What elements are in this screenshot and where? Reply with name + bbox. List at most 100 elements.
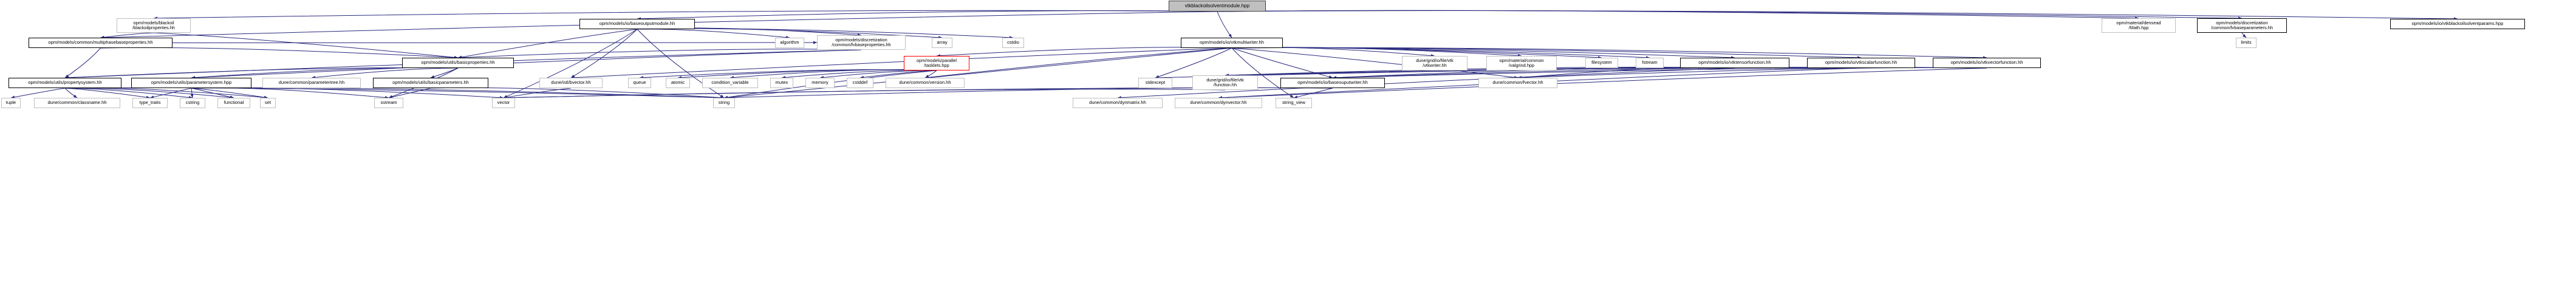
graph-node[interactable]: type_traits: [132, 98, 168, 108]
graph-node[interactable]: opm/models/utils/propertysystem.hh: [9, 78, 121, 88]
graph-node[interactable]: sstream: [374, 98, 403, 108]
graph-edge: [64, 88, 193, 99]
graph-node[interactable]: fstream: [1636, 58, 1664, 68]
graph-node[interactable]: vector: [492, 98, 515, 108]
graph-edge: [457, 49, 862, 60]
graph-node[interactable]: opm/models/io/vtkvectorfunction.hh: [1933, 58, 2041, 68]
graph-edge: [1217, 10, 2243, 20]
graph-edge: [1517, 67, 1987, 80]
graph-node[interactable]: dune/common/dynvector.hh: [1175, 98, 1262, 108]
graph-edge: [1217, 10, 2458, 21]
graph-node[interactable]: dune/istl/bvector.hh: [539, 78, 603, 88]
graph-node[interactable]: functional: [217, 98, 250, 108]
graph-node[interactable]: dune/grid/io/file/vtk /function.hh: [1192, 75, 1258, 90]
graph-node[interactable]: cstring: [180, 98, 205, 108]
graph-edge: [388, 88, 431, 99]
graph-node[interactable]: algorithm: [775, 38, 804, 48]
graph-node[interactable]: dune/common/parametertree.hh: [262, 78, 361, 88]
graph-edge: [100, 32, 154, 39]
graph-edge: [1293, 88, 1333, 99]
graph-node[interactable]: array: [932, 38, 952, 48]
graph-node[interactable]: atomic: [666, 78, 690, 88]
graph-node[interactable]: opm/models/utils/basicparameters.hh: [373, 78, 488, 88]
graph-node[interactable]: opm/models/discretization /common/fvbase…: [2197, 18, 2287, 33]
graph-edge: [1231, 47, 1333, 78]
graph-node[interactable]: opm/models/io/vtkblackoilsolventparams.h…: [2390, 19, 2525, 29]
graph-edge: [191, 88, 389, 99]
graph-edge: [503, 89, 1226, 100]
graph-node[interactable]: condition_variable: [702, 78, 758, 88]
graph-edge: [64, 88, 234, 99]
graph-node[interactable]: stdexcept: [1138, 78, 1172, 88]
graph-edge: [639, 69, 937, 80]
graph-edge: [1155, 47, 1232, 78]
graph-edge: [100, 47, 459, 60]
graph-node[interactable]: dune/common/dynmatrix.hh: [1073, 98, 1163, 108]
graph-node[interactable]: memory: [805, 78, 835, 88]
graph-node[interactable]: dune/common/fvector.hh: [1478, 78, 1557, 88]
graph-edge: [64, 47, 101, 78]
graph-edge: [149, 88, 192, 99]
graph-node[interactable]: string_view: [1276, 98, 1312, 108]
graph-node[interactable]: opm/models/io/baseoutputmodule.hh: [579, 19, 695, 29]
graph-edge: [1225, 67, 1735, 77]
graph-edge: [503, 88, 572, 99]
graph-edge: [1231, 47, 1294, 98]
graph-node[interactable]: cstddef: [847, 78, 873, 88]
graph-root-node[interactable]: vtkblackoilsolventmodule.hpp: [1169, 1, 1266, 12]
graph-edge: [191, 67, 459, 80]
graph-node[interactable]: set: [260, 98, 276, 108]
graph-node[interactable]: opm/models/io/vtkmultiwriter.hh: [1181, 38, 1283, 48]
graph-edge: [190, 88, 194, 98]
graph-node[interactable]: mutex: [770, 78, 793, 88]
graph-edge: [64, 87, 725, 100]
graph-edge: [1231, 47, 1735, 60]
graph-node[interactable]: limits: [2236, 38, 2257, 48]
graph-node[interactable]: opm/models/io/vtkscalarfunction.hh: [1807, 58, 1915, 68]
graph-edge: [191, 88, 234, 99]
graph-edge: [723, 47, 1232, 99]
graph-node[interactable]: opm/models/io/vtktensorfunction.hh: [1680, 58, 1789, 68]
graph-edge: [637, 29, 790, 39]
graph-node[interactable]: opm/models/io/baseouputwriter.hh: [1280, 78, 1385, 88]
graph-edge: [1217, 11, 1232, 38]
graph-node[interactable]: opm/models/utils/basicproperties.hh: [402, 58, 514, 68]
graph-edge: [1231, 47, 1519, 79]
graph-edge: [64, 67, 459, 80]
graph-edge: [153, 32, 459, 59]
graph-node[interactable]: dune/common/classname.hh: [34, 98, 120, 108]
graph-edge: [10, 88, 66, 99]
graph-edge: [859, 70, 937, 79]
graph-node[interactable]: opm/material/densead /Math.hpp: [2102, 18, 2176, 33]
graph-edge: [637, 10, 1218, 21]
graph-node[interactable]: opm/material/common /valgrind.hpp: [1486, 56, 1557, 70]
graph-edge: [191, 49, 862, 80]
graph-edge: [781, 70, 937, 79]
graph-node[interactable]: cstdio: [1002, 38, 1024, 48]
graph-edge: [64, 88, 151, 99]
graph-edge: [1231, 47, 1987, 60]
graph-edge: [191, 87, 504, 100]
graph-edge: [677, 69, 937, 80]
graph-node[interactable]: opm/models/utils/parametersystem.hpp: [131, 78, 251, 88]
graph-edge: [191, 88, 268, 99]
graph-edge: [1225, 67, 1987, 77]
graph-node[interactable]: queue: [628, 78, 651, 88]
graph-node[interactable]: dune/grid/io/file/vtk /vtkwriter.hh: [1402, 56, 1467, 70]
graph-node[interactable]: string: [713, 98, 735, 108]
graph-edge: [64, 88, 78, 98]
graph-edge: [1231, 47, 1522, 58]
graph-edge: [153, 10, 1218, 20]
graph-edge: [936, 47, 1232, 58]
graph-node[interactable]: opm/models/parallel /tasklets.hpp: [904, 56, 969, 70]
graph-node[interactable]: dune/common/version.hh: [886, 78, 965, 88]
graph-edge: [1231, 47, 1435, 57]
graph-node[interactable]: opm/models/blackoil /blackoilproperties.…: [117, 18, 191, 33]
graph-node[interactable]: opm/models/discretization /common/fvbase…: [817, 35, 906, 50]
graph-node[interactable]: opm/models/common/multiphasebaseproperti…: [29, 38, 173, 48]
graph-node[interactable]: filesystem: [1585, 58, 1618, 68]
graph-edge: [819, 70, 937, 79]
graph-node[interactable]: tuple: [1, 98, 21, 108]
graph-edge: [457, 29, 638, 59]
